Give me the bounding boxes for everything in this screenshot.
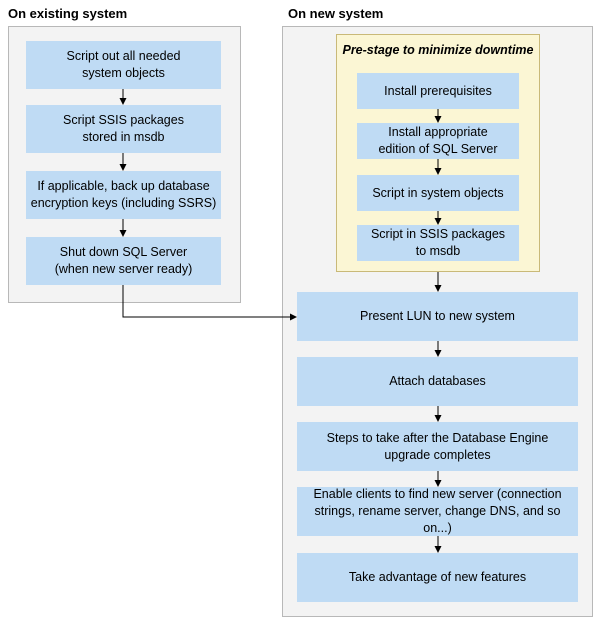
step-post-upgrade-tasks: Steps to take after the Database Engine … <box>297 422 578 471</box>
step-script-in-ssis-packages: Script in SSIS packages to msdb <box>357 225 519 261</box>
step-new-features: Take advantage of new features <box>297 553 578 602</box>
step-script-system-objects: Script out all needed system objects <box>26 41 221 89</box>
step-backup-encryption-keys: If applicable, back up database encrypti… <box>26 171 221 219</box>
step-script-ssis-packages: Script SSIS packages stored in msdb <box>26 105 221 153</box>
step-script-in-system-objects: Script in system objects <box>357 175 519 211</box>
arrow-shutdown-to-lun <box>122 285 297 321</box>
step-shut-down-sql-server: Shut down SQL Server (when new server re… <box>26 237 221 285</box>
step-present-lun: Present LUN to new system <box>297 292 578 341</box>
existing-system-heading: On existing system <box>8 6 128 21</box>
prestage-title: Pre-stage to minimize downtime <box>342 43 534 57</box>
new-system-heading: On new system <box>288 6 384 21</box>
step-attach-databases: Attach databases <box>297 357 578 406</box>
step-install-sql-server-edition: Install appropriate edition of SQL Serve… <box>357 123 519 159</box>
step-enable-clients: Enable clients to find new server (conne… <box>297 487 578 536</box>
step-install-prerequisites: Install prerequisites <box>357 73 519 109</box>
